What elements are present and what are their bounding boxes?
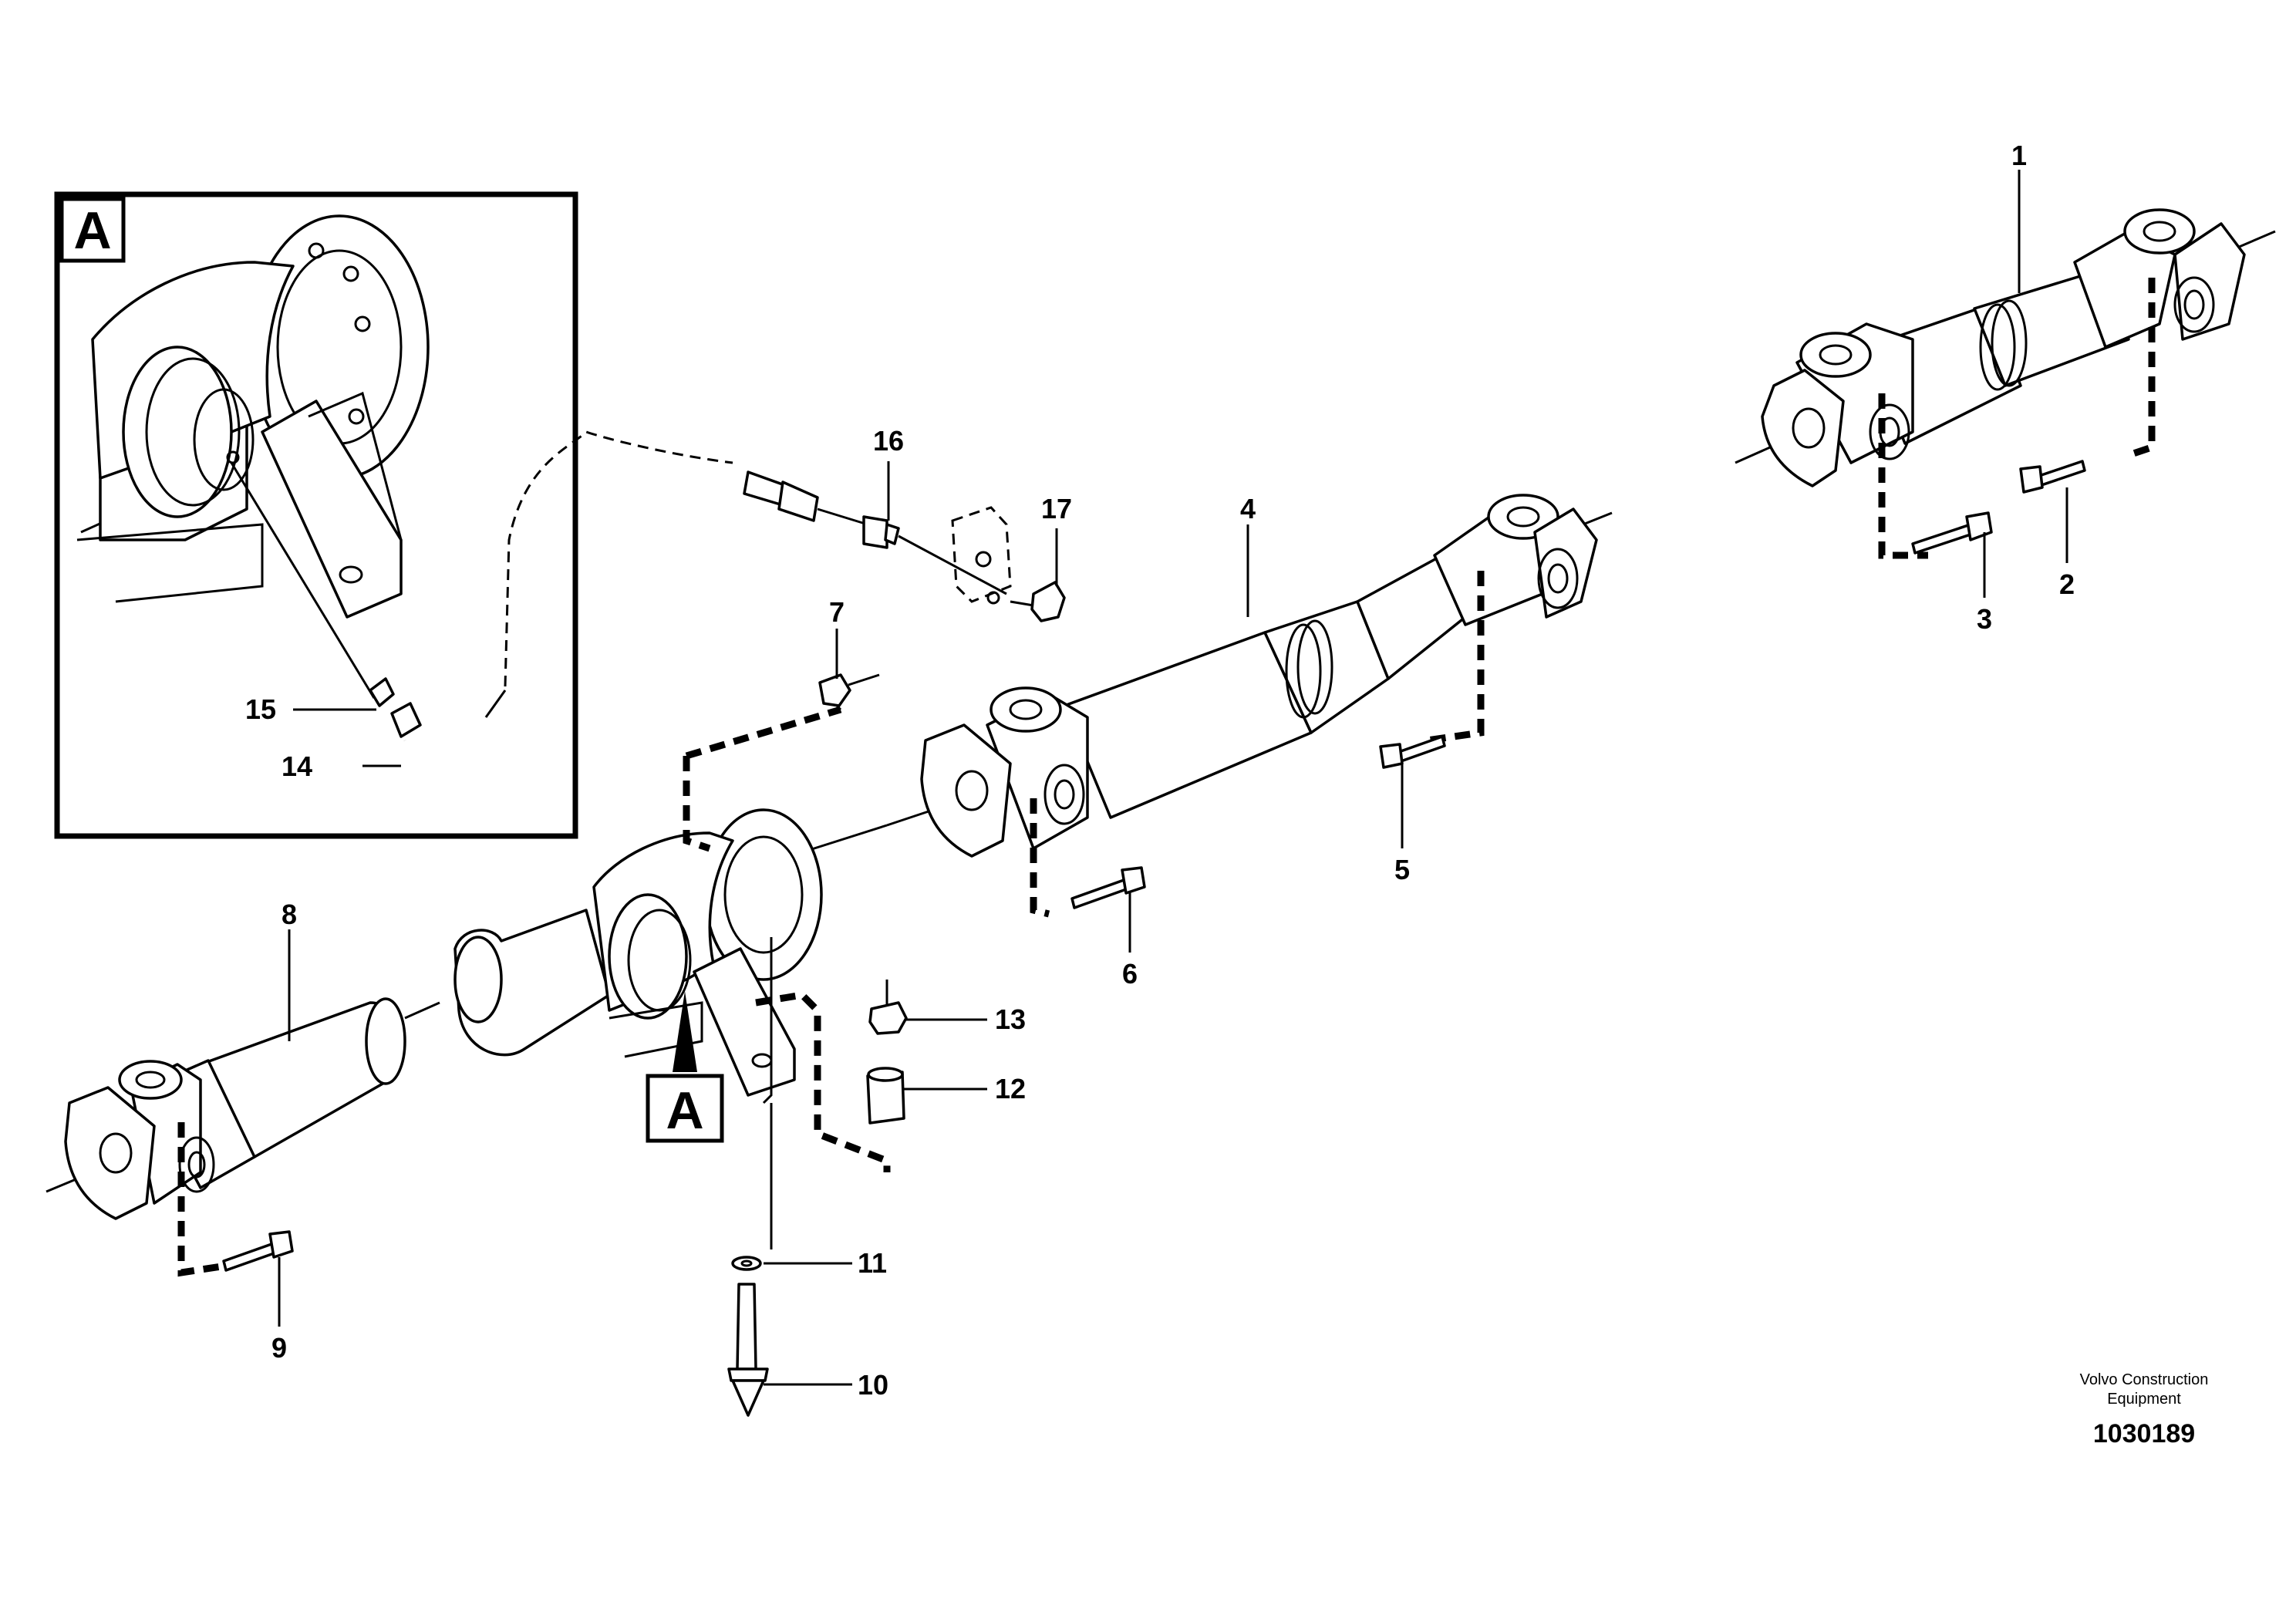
callout-11: 11 <box>858 1247 887 1279</box>
callout-1: 1 <box>2011 140 2027 171</box>
brand-line-2: Equipment <box>2107 1391 2181 1408</box>
fastener-2-leader <box>2127 278 2156 459</box>
drawing-number: 1030189 <box>2093 1419 2195 1448</box>
callout-5: 5 <box>1394 854 1410 885</box>
fastener-5-leader <box>1426 571 1485 744</box>
callout-9: 9 <box>271 1332 287 1364</box>
callout-3: 3 <box>1977 603 1992 635</box>
callout-numbers: 1 2 3 4 5 6 7 8 9 10 11 12 13 14 15 16 1… <box>245 140 2075 1401</box>
callout-14: 14 <box>282 750 312 782</box>
callout-13: 13 <box>995 1003 1026 1035</box>
callout-leaders <box>278 170 2068 1386</box>
callout-15: 15 <box>245 693 276 725</box>
fastener-12-leader <box>755 991 891 1172</box>
bolt-6 <box>1070 866 1146 909</box>
callout-10: 10 <box>858 1369 888 1401</box>
view-marker-a: A <box>646 991 724 1143</box>
bolt-9 <box>222 1230 294 1272</box>
callout-2: 2 <box>2059 568 2075 600</box>
callout-16: 16 <box>873 425 904 457</box>
nut-7 <box>818 673 880 707</box>
detail-view-frame <box>54 191 578 839</box>
fastener-7-leader <box>683 756 711 852</box>
callout-8: 8 <box>282 899 297 930</box>
nut-13 <box>868 980 908 1035</box>
fastener-9-leader <box>177 1122 232 1277</box>
bolt-10 <box>727 1283 769 1417</box>
propeller-shaft-1 <box>1735 208 2276 487</box>
bolt-2 <box>2019 460 2086 494</box>
bolt-3 <box>1911 511 1993 555</box>
sensor-assembly <box>743 470 1066 622</box>
callout-17: 17 <box>1041 493 1072 524</box>
propeller-shaft-4 <box>886 494 1613 858</box>
detail-view-a: A <box>54 191 578 839</box>
callout-4: 4 <box>1240 493 1256 524</box>
bolt-5 <box>1379 735 1446 769</box>
fastener-6-leader <box>1030 798 1050 918</box>
title-block: Volvo Construction Equipment 1030189 <box>2080 1371 2209 1448</box>
bearing-housing-detail <box>76 214 507 798</box>
view-marker-label: A <box>666 1081 703 1140</box>
callout-7: 7 <box>829 596 845 628</box>
spacer-12 <box>866 1067 905 1125</box>
detail-view-label-box <box>59 197 126 263</box>
sensor-cable-routing <box>504 430 733 687</box>
support-bearing <box>453 808 888 1097</box>
fastener-3-leader <box>1878 393 1928 559</box>
washer-11 <box>731 1256 762 1271</box>
callout-12: 12 <box>995 1073 1026 1104</box>
propeller-shaft-8 <box>46 997 440 1220</box>
callout-6: 6 <box>1122 958 1138 990</box>
bolt-axis-line <box>762 937 773 1104</box>
brand-line-1: Volvo Construction <box>2080 1371 2209 1388</box>
detail-view-label: A <box>73 201 111 260</box>
